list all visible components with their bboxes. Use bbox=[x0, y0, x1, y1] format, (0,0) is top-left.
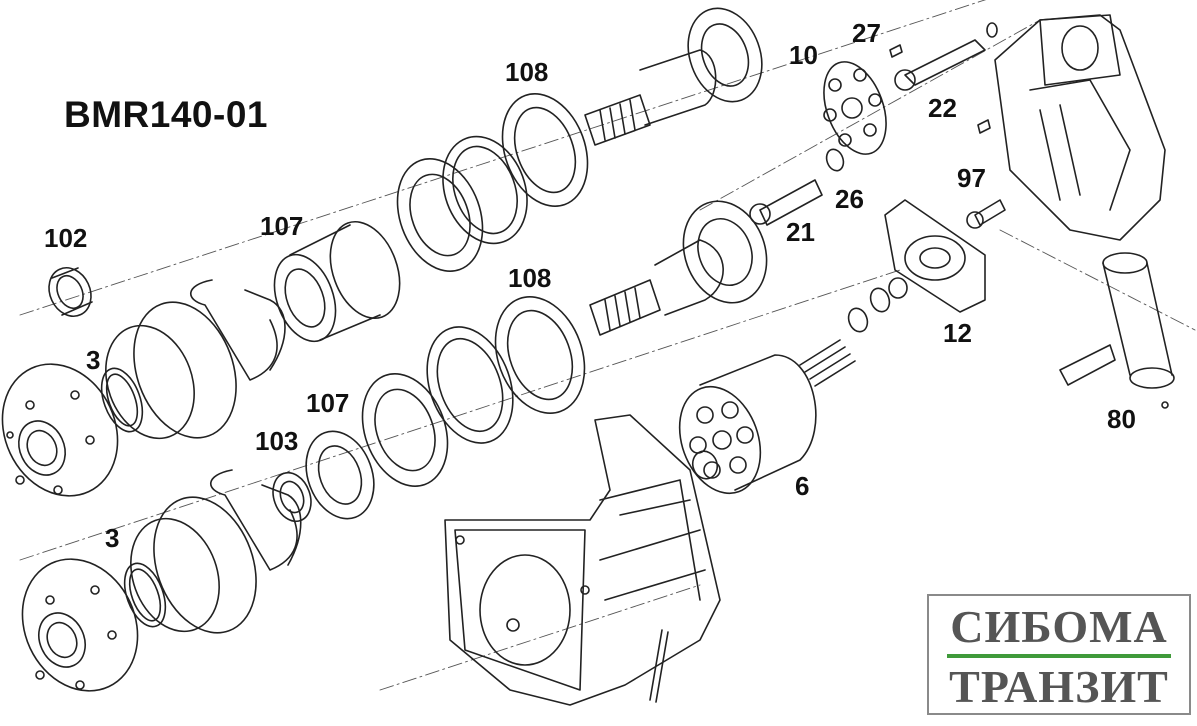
callout-107-lower: 107 bbox=[306, 388, 350, 418]
logo-line-2: ТРАНЗИТ bbox=[949, 661, 1169, 712]
part-108-seal-upper bbox=[501, 93, 589, 207]
flange-upper bbox=[1, 363, 119, 497]
callout-3-lower: 3 bbox=[105, 523, 120, 553]
part-107-bearing-upper bbox=[273, 135, 528, 343]
main-housing bbox=[444, 414, 721, 706]
callout-108-upper: 108 bbox=[505, 57, 549, 87]
shaft-upper bbox=[584, 7, 763, 146]
shaft-middle bbox=[589, 200, 768, 336]
callout-102: 102 bbox=[44, 223, 88, 253]
logo-line-1: СИБОМА bbox=[950, 601, 1168, 652]
callout-107-upper: 107 bbox=[260, 211, 304, 241]
diagram-title: BMR140-01 bbox=[64, 94, 268, 135]
callout-22: 22 bbox=[928, 93, 957, 123]
callout-97: 97 bbox=[957, 163, 986, 193]
callout-26: 26 bbox=[835, 184, 864, 214]
callout-108-middle: 108 bbox=[508, 263, 552, 293]
callout-21: 21 bbox=[786, 217, 815, 247]
part-102-bushing bbox=[48, 267, 93, 317]
callout-12: 12 bbox=[943, 318, 972, 348]
company-logo: СИБОМА ТРАНЗИТ bbox=[927, 594, 1191, 715]
small-parts-upper bbox=[749, 22, 1006, 229]
part-107-bearing-lower bbox=[272, 373, 449, 523]
part-108-bearing-middle bbox=[426, 296, 586, 444]
part-3-ring-upper bbox=[100, 279, 286, 440]
part-80-sleeve bbox=[1059, 252, 1175, 409]
callout-80: 80 bbox=[1107, 404, 1136, 434]
callout-103: 103 bbox=[255, 426, 299, 456]
callout-6: 6 bbox=[795, 471, 810, 501]
callout-10: 10 bbox=[789, 40, 818, 70]
flange-lower bbox=[21, 558, 139, 692]
callout-27: 27 bbox=[852, 18, 881, 48]
part-10-plate bbox=[823, 61, 887, 155]
part-12-cover bbox=[847, 199, 986, 333]
housing-upper-right bbox=[994, 14, 1166, 241]
logo-accent-bar bbox=[947, 654, 1171, 658]
part-6-cylinder-block bbox=[678, 339, 856, 495]
part-3-ring-lower bbox=[123, 469, 302, 634]
callout-3-upper: 3 bbox=[86, 345, 101, 375]
